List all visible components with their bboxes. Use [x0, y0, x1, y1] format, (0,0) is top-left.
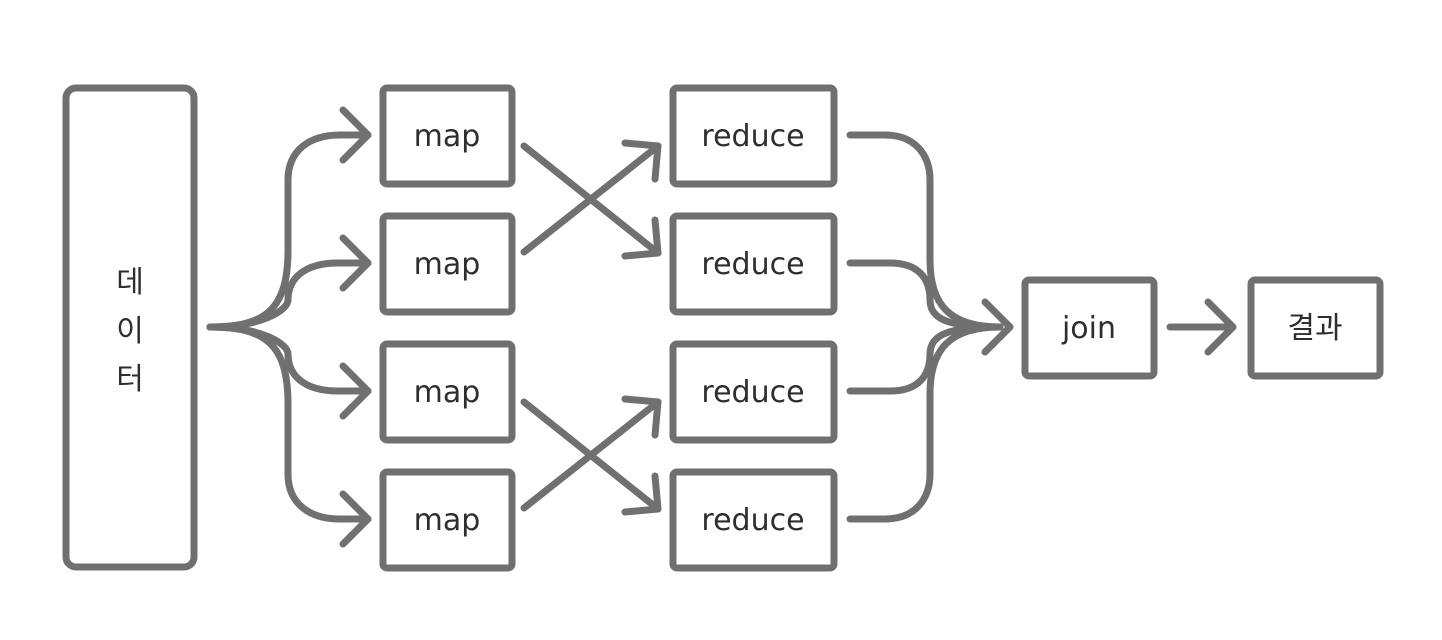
map-nodes: map map map map [379, 84, 516, 572]
join-label: join [1061, 311, 1116, 346]
map-box-2 [379, 212, 516, 316]
result-node: 결과 [1247, 276, 1384, 380]
result-box [1247, 276, 1384, 380]
reduce-label-1: reduce [701, 119, 804, 154]
join-node: join [1021, 276, 1158, 380]
map-box-4 [379, 468, 516, 572]
join-box [1021, 276, 1158, 380]
reduce-label-4: reduce [701, 503, 804, 538]
data-box [62, 84, 198, 571]
data-char-3: 터 [116, 362, 144, 397]
reduce-nodes: reduce reduce reduce reduce [669, 84, 838, 572]
arrowhead-result [1204, 298, 1237, 356]
reduce-box-3 [669, 340, 838, 444]
map-label-3: map [414, 375, 481, 410]
reduce-box-1 [669, 84, 838, 188]
arrowhead-reduce-4 [621, 472, 662, 516]
reduce-to-join-edges [846, 131, 1014, 523]
arrowhead-reduce-3 [621, 395, 662, 439]
join-to-result-edge [1166, 298, 1237, 356]
map-to-reduce-edges [520, 139, 662, 516]
reduce-label-3: reduce [701, 375, 804, 410]
edge-data-map-2 [206, 259, 372, 331]
reduce-box-4 [669, 468, 838, 572]
map-label-4: map [414, 503, 481, 538]
edge-reduce3-join [846, 323, 1004, 395]
data-char-2: 이 [116, 314, 144, 349]
data-char-1: 데 [116, 265, 144, 300]
map-label-2: map [414, 247, 481, 282]
arrowhead-reduce-1 [621, 139, 662, 183]
edge-reduce4-join [846, 323, 1004, 523]
arrowhead-map-3 [339, 362, 372, 420]
arrowhead-reduce-2-top [621, 216, 662, 260]
map-label-1: map [414, 119, 481, 154]
edge-reduce2-join [846, 259, 1004, 331]
data-to-map-edges [206, 106, 372, 548]
edge-data-map-4 [206, 323, 372, 523]
edge-reduce1-join [846, 131, 1004, 331]
reduce-label-2: reduce [701, 247, 804, 282]
edge-map2-reduce1 [520, 142, 662, 256]
data-node: 데 이 터 [62, 84, 198, 571]
edge-map4-reduce3 [520, 398, 662, 512]
map-box-3 [379, 340, 516, 444]
arrowhead-join [981, 298, 1014, 356]
result-label: 결과 [1287, 311, 1342, 346]
reduce-box-2 [669, 212, 838, 316]
map-box-1 [379, 84, 516, 188]
arrowhead-map-1 [339, 106, 372, 164]
arrowhead-map-2 [339, 234, 372, 292]
arrowhead-map-4 [339, 490, 372, 548]
